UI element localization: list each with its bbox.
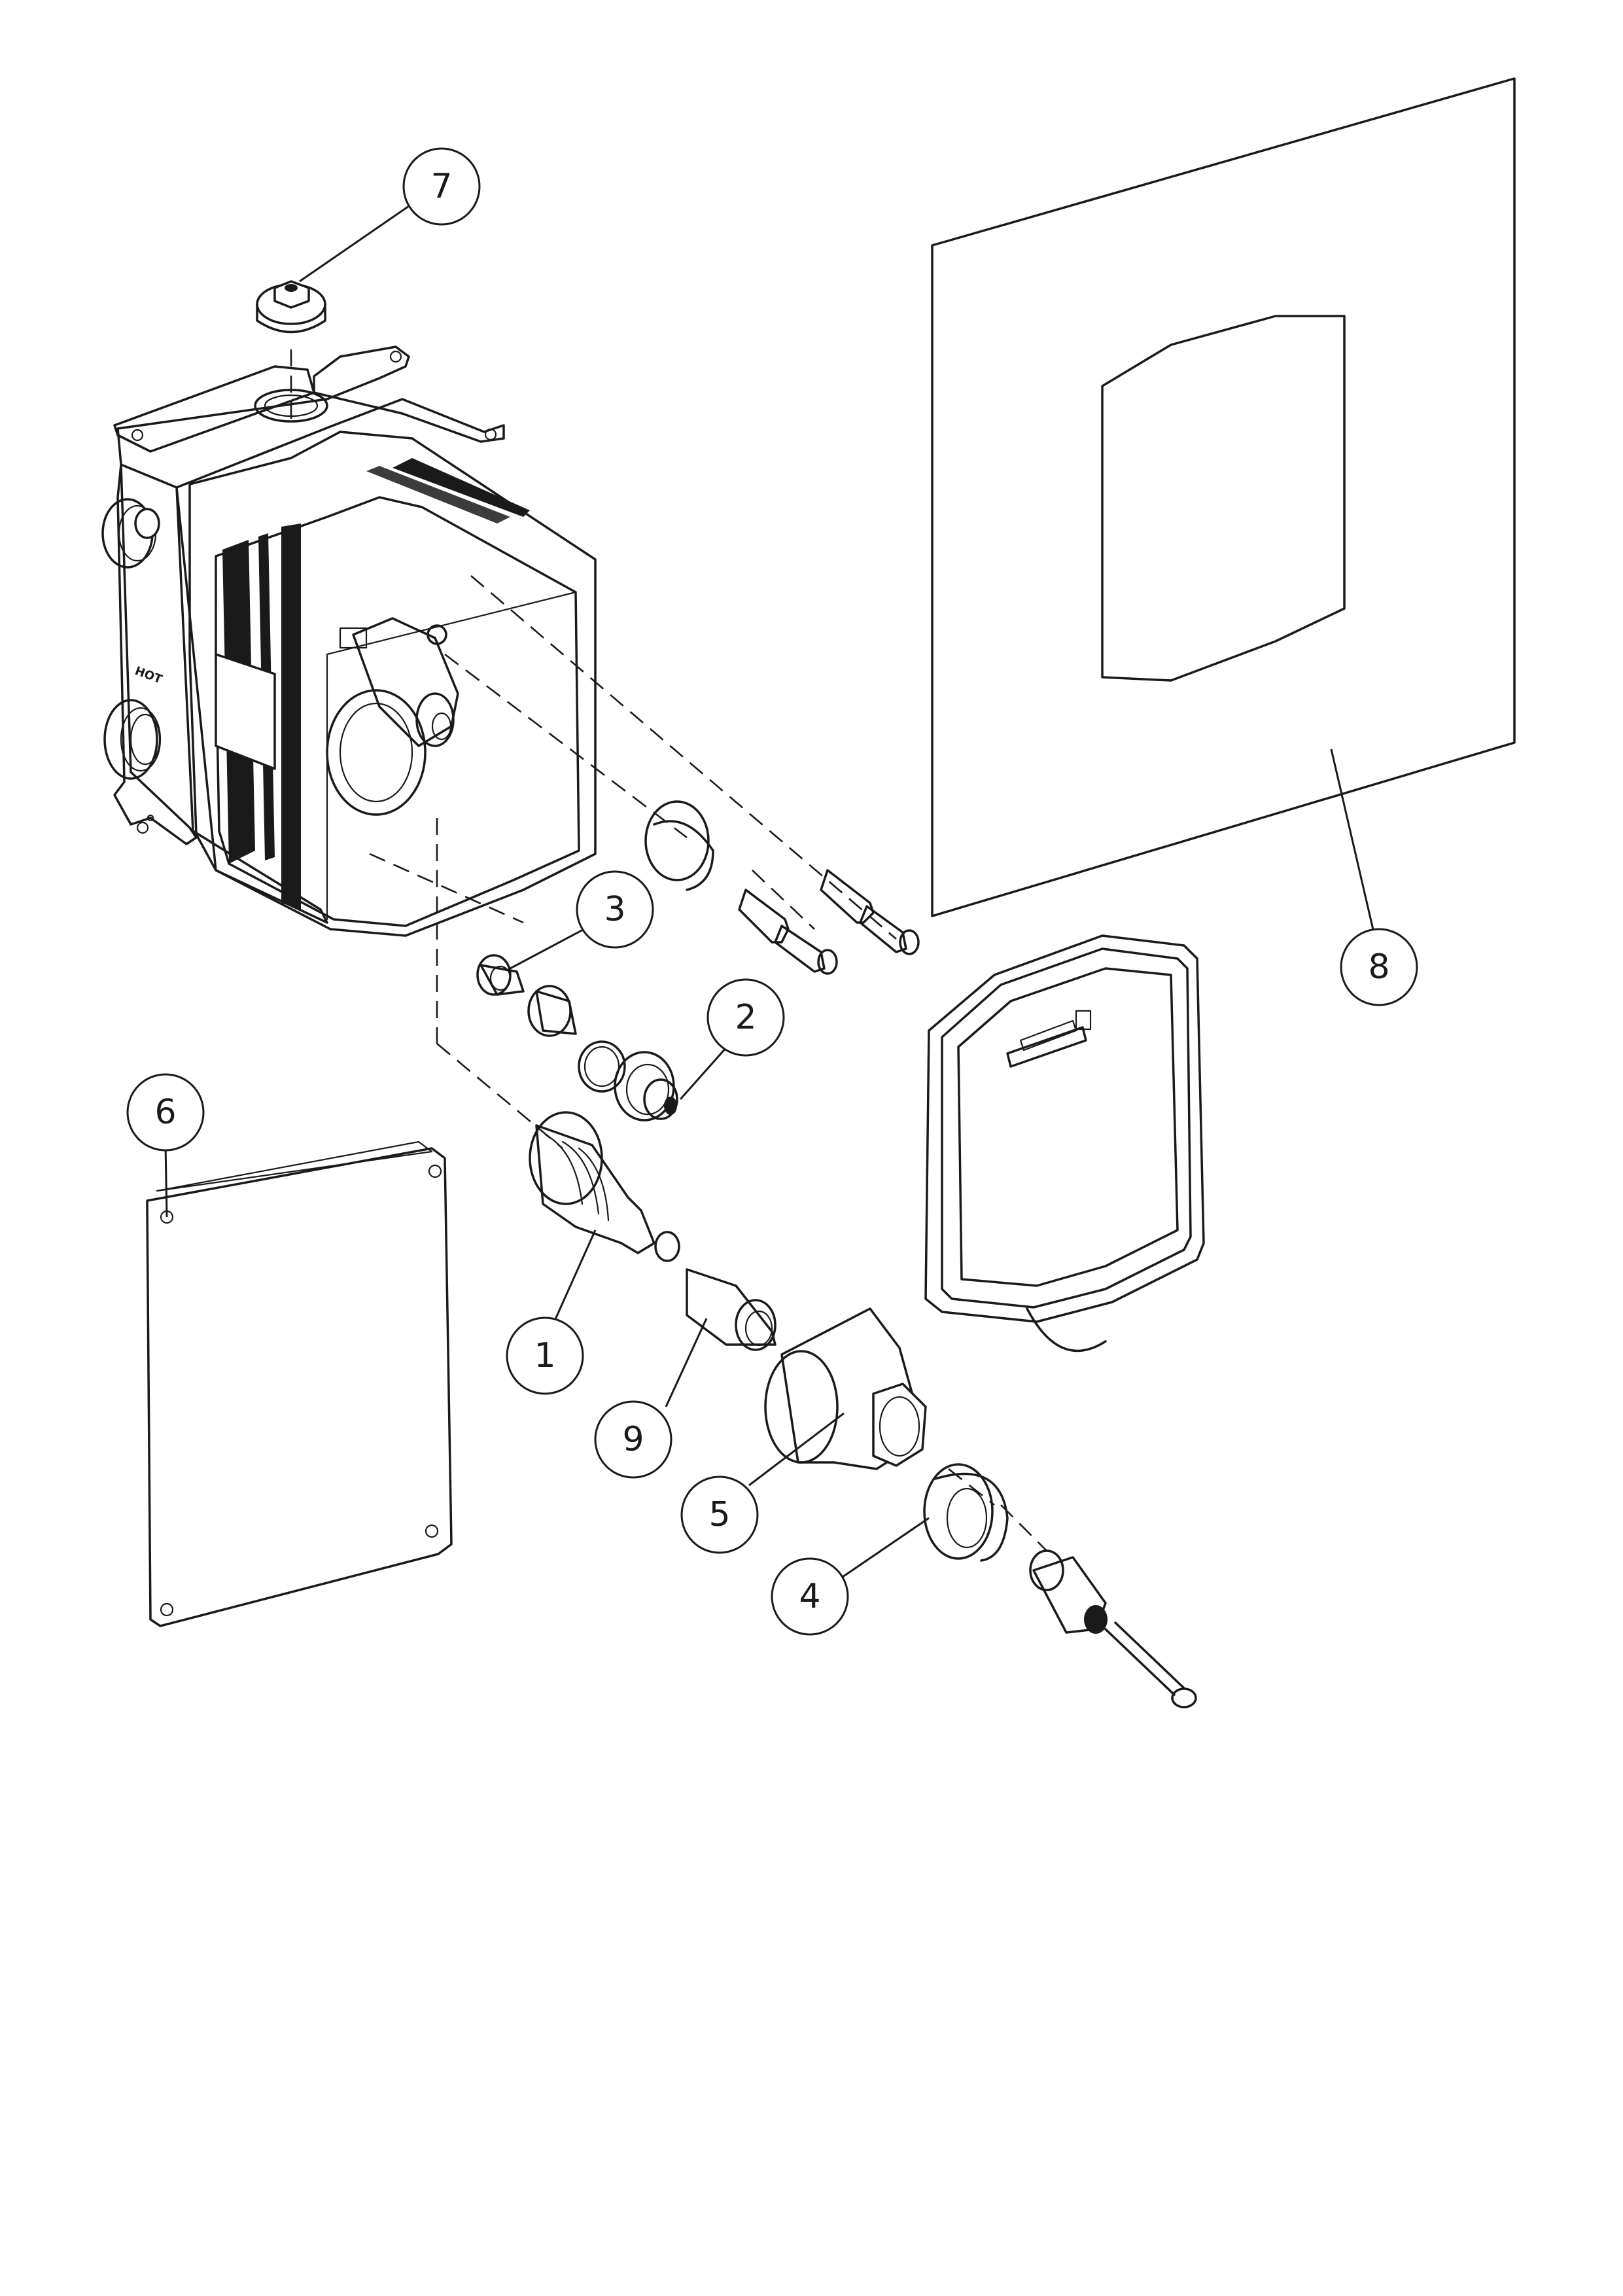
part-3-adapter [476, 954, 525, 996]
part-5-nut [764, 1307, 927, 1470]
hot-stamp: HOT [133, 664, 164, 687]
callout-6: 6 [126, 1073, 205, 1218]
callout-label: 6 [154, 1093, 176, 1132]
cover-cap [644, 800, 714, 891]
part-4-trim-ring [923, 1463, 1009, 1562]
handle-extension [1029, 1549, 1108, 1634]
callout-7: 7 [299, 147, 481, 283]
side-inlet-lower [103, 699, 162, 780]
top-plug [256, 280, 326, 334]
callout-label: 4 [799, 1577, 820, 1616]
extension-spindle-a [738, 889, 838, 975]
plaster-depth-markings [215, 458, 530, 910]
sleeve-and-o-ring [527, 985, 626, 1093]
assembly-axes [290, 347, 1047, 1551]
part-9-bushing [686, 1268, 777, 1351]
callout-1: 1 [506, 1229, 597, 1395]
in-wall-housing: HOT [101, 345, 597, 937]
side-inlet-upper [101, 498, 160, 569]
callout-label: 9 [622, 1420, 644, 1459]
callout-4: 4 [771, 1517, 930, 1636]
plaster-guard-sheet [931, 77, 1516, 917]
part-2-insert [614, 1051, 678, 1122]
callout-3: 3 [510, 870, 654, 970]
callout-label: 7 [430, 167, 452, 206]
internal-valve-seat [326, 617, 459, 816]
part-1-cartridge [529, 1111, 680, 1262]
callout-8: 8 [1330, 749, 1418, 1006]
extension-spindle-b [820, 869, 920, 955]
callout-2: 2 [679, 978, 785, 1100]
callout-label: 8 [1368, 947, 1389, 987]
callout-label: 3 [604, 890, 625, 929]
fixing-screw [1104, 1621, 1197, 1708]
callout-label: 1 [534, 1336, 555, 1375]
spirit-level [1006, 1010, 1092, 1068]
part-6-cover-plate [146, 1140, 453, 1627]
callout-5: 5 [680, 1412, 845, 1554]
callout-label: 5 [708, 1495, 730, 1534]
plaster-shield [924, 934, 1205, 1352]
callout-label: 2 [735, 998, 756, 1037]
callout-9: 9 [594, 1318, 708, 1479]
